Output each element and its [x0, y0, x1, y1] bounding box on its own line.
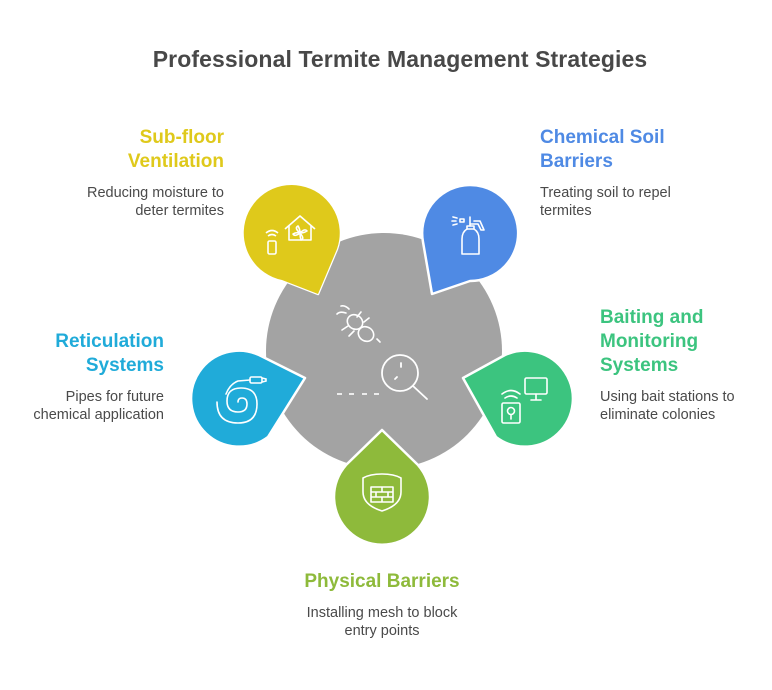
heading-line: Systems	[85, 355, 164, 376]
shield-brick-wall-icon	[362, 473, 402, 512]
description-line: Reducing moisture to	[86, 185, 224, 201]
description-line: Pipes for future	[65, 389, 164, 405]
strategy-description: Installing mesh to block entry points	[262, 604, 502, 640]
bubble-chemical[interactable]	[420, 183, 520, 296]
heading-line: Systems	[600, 355, 679, 376]
description-line: deter termites	[135, 203, 224, 219]
bubble-physical[interactable]	[332, 428, 432, 546]
strategy-description: Reducing moisture to deter termites	[44, 184, 224, 220]
strategy-reticulation: Reticulation Systems Pipes for future ch…	[4, 330, 164, 424]
bubble-subfloor[interactable]	[242, 183, 341, 296]
page-title: Professional Termite Management Strategi…	[152, 46, 648, 72]
strategy-subfloor: Sub-floor Ventilation Reducing moisture …	[44, 126, 224, 220]
description-line: termites	[540, 203, 592, 219]
house-fan-remote-icon	[265, 215, 316, 255]
description-line: Treating soil to repel	[540, 185, 671, 201]
description-line: chemical application	[33, 407, 164, 423]
heading-line: Baiting and	[600, 307, 704, 328]
description-line: entry points	[344, 623, 420, 639]
bubble-baiting[interactable]	[461, 349, 575, 448]
heading-line: Monitoring	[600, 331, 699, 352]
bubble-reticulation[interactable]	[189, 349, 307, 448]
strategy-physical: Physical Barriers Installing mesh to blo…	[262, 570, 502, 640]
heading-line: Sub-floor	[139, 127, 224, 148]
heading-line: Physical Barriers	[304, 571, 460, 592]
description-line: Installing mesh to block	[306, 605, 458, 621]
spray-bottle-icon	[451, 216, 485, 255]
description-line: Using bait stations to	[600, 389, 735, 405]
heading-line: Chemical Soil	[540, 127, 665, 148]
strategy-heading: Baiting and Monitoring Systems	[600, 306, 770, 378]
heading-line: Reticulation	[55, 331, 164, 352]
strategy-baiting: Baiting and Monitoring Systems Using bai…	[600, 306, 770, 424]
strategy-heading: Reticulation Systems	[4, 330, 164, 378]
heading-line: Barriers	[540, 151, 613, 172]
strategy-heading: Sub-floor Ventilation	[44, 126, 224, 174]
center-hub	[266, 233, 502, 469]
strategy-description: Using bait stations to eliminate colonie…	[600, 388, 770, 424]
bait-station-monitor-icon	[501, 377, 548, 424]
strategy-description: Pipes for future chemical application	[4, 388, 164, 424]
coiled-hose-icon	[216, 376, 267, 424]
strategy-heading: Physical Barriers	[262, 570, 502, 594]
heading-line: Ventilation	[127, 151, 224, 172]
strategy-chemical: Chemical Soil Barriers Treating soil to …	[540, 126, 740, 220]
strategy-heading: Chemical Soil Barriers	[540, 126, 740, 174]
strategy-description: Treating soil to repel termites	[540, 184, 740, 220]
magnifier-icon	[381, 354, 428, 400]
description-line: eliminate colonies	[600, 407, 716, 423]
termite-icon	[336, 305, 381, 343]
